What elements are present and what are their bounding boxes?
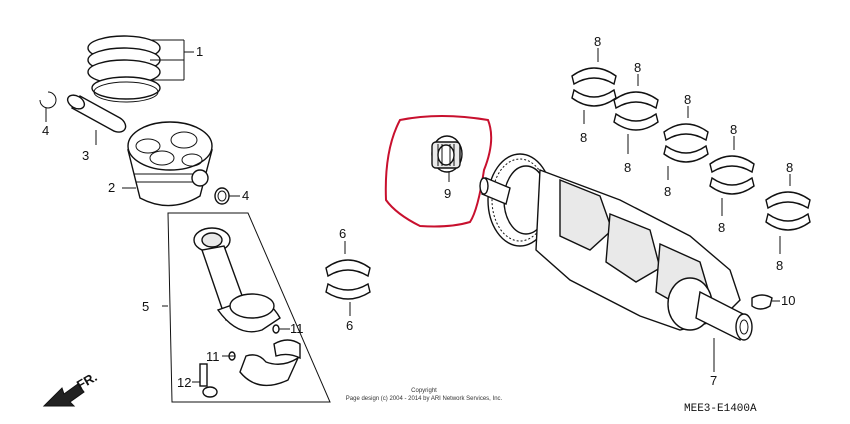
callout-8-c-bottom: 8 bbox=[664, 184, 671, 199]
piston[interactable] bbox=[122, 121, 213, 207]
piston-rings[interactable] bbox=[87, 35, 194, 103]
copyright-text: Page design (c) 2004 - 2014 by ARI Netwo… bbox=[346, 396, 503, 402]
callout-8-b-top: 8 bbox=[634, 60, 641, 75]
callout-8-a-bottom: 8 bbox=[580, 130, 587, 145]
callout-2: 2 bbox=[108, 180, 115, 195]
piston-pin-clip-right[interactable] bbox=[214, 187, 240, 205]
woodruff-key[interactable] bbox=[751, 294, 780, 310]
callout-11-upper: 11 bbox=[290, 321, 304, 336]
callout-4-right: 4 bbox=[242, 188, 249, 203]
callout-8-c-top: 8 bbox=[684, 92, 691, 107]
diagram-code: MEE3-E1400A bbox=[684, 403, 757, 415]
callout-4-left: 4 bbox=[42, 123, 49, 138]
callout-6-lower: 6 bbox=[346, 318, 353, 333]
callout-8-a-top: 8 bbox=[594, 34, 601, 49]
piston-pin[interactable] bbox=[65, 92, 127, 145]
callout-8-d-top: 8 bbox=[730, 122, 737, 137]
callout-6-upper: 6 bbox=[339, 226, 346, 241]
callout-5: 5 bbox=[142, 299, 149, 314]
piston-pin-clip-left[interactable] bbox=[39, 91, 57, 122]
callout-8-b-bottom: 8 bbox=[624, 160, 631, 175]
copyright-heading: Copyright bbox=[411, 388, 437, 394]
callout-8-d-bottom: 8 bbox=[718, 220, 725, 235]
callout-8-e-top: 8 bbox=[786, 160, 793, 175]
main-bearings[interactable] bbox=[571, 48, 811, 254]
callout-1: 1 bbox=[196, 44, 203, 59]
callout-3: 3 bbox=[82, 148, 89, 163]
callout-12: 12 bbox=[177, 375, 191, 390]
connecting-rod-bearings[interactable] bbox=[325, 241, 371, 316]
callout-10: 10 bbox=[781, 293, 795, 308]
front-direction-arrow-icon bbox=[42, 383, 85, 407]
callout-9: 9 bbox=[444, 186, 451, 201]
callout-8-e-bottom: 8 bbox=[776, 258, 783, 273]
callout-7: 7 bbox=[710, 373, 717, 388]
needle-bearing-highlight[interactable] bbox=[384, 115, 493, 228]
callout-11-lower: 11 bbox=[206, 349, 220, 364]
crankshaft[interactable] bbox=[479, 153, 753, 372]
connecting-rod-assembly[interactable] bbox=[162, 212, 331, 403]
